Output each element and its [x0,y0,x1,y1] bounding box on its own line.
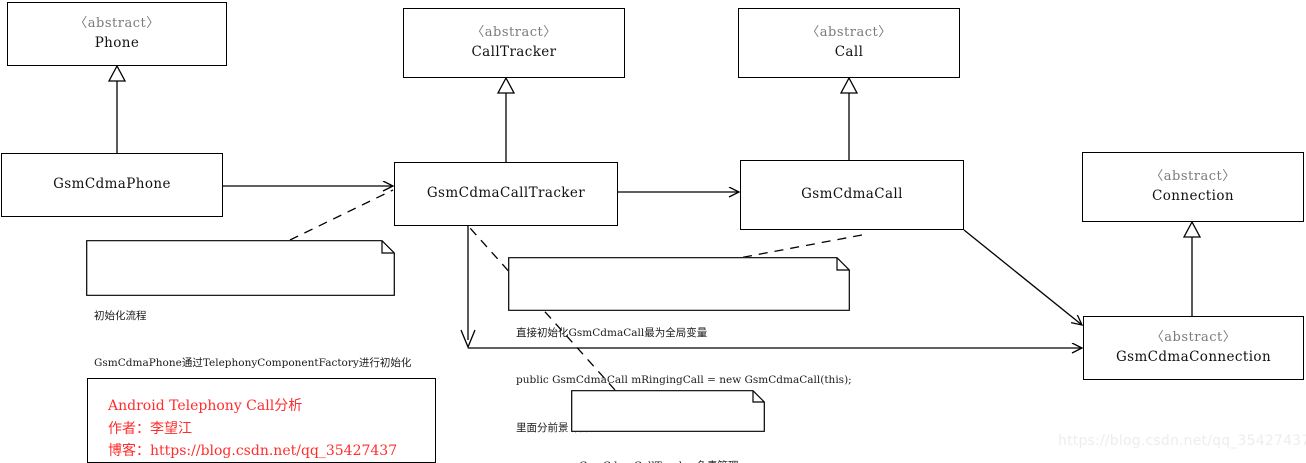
credit-author: 作者：李望江 [108,420,192,437]
class-name: GsmCdmaCallTracker [426,185,586,202]
credit-title: Android Telephony Call分析 [108,398,303,414]
stereotype-label: 〈abstract〉 [1150,168,1236,184]
edge-calltracker-to-connection [460,226,1082,348]
note-text: GsmCdmaCallTracker负责管理 GsmCdmaConnection… [579,444,757,463]
note-line: 初始化流程 [94,310,147,322]
class-box-gsmcdmaphone[interactable]: GsmCdmaPhone [1,153,223,217]
edge-call-to-connection [963,229,1082,325]
stereotype-label: 〈abstract〉 [74,15,160,31]
class-box-call[interactable]: 〈abstract〉 Call [738,8,960,78]
note-line: 直接初始化GsmCdmaCall最为全局变量 [516,327,708,339]
stereotype-label: 〈abstract〉 [471,24,557,40]
class-box-gsmcdmaconnection[interactable]: 〈abstract〉 GsmCdmaConnection [1083,316,1304,380]
class-name: Call [834,43,864,60]
credit-box[interactable]: Android Telephony Call分析 作者：李望江 博客：https… [87,378,436,463]
credit-blog-url: 博客：https://blog.csdn.net/qq_35427437 [108,443,398,460]
class-box-phone[interactable]: 〈abstract〉 Phone [7,2,227,66]
note-shape [86,240,395,296]
class-name: Phone [94,34,140,51]
note-link-init [289,189,394,241]
note-initialization-flow[interactable]: 初始化流程 GsmCdmaPhone通过TelephonyComponentFa… [86,240,411,417]
class-name: GsmCdmaPhone [53,176,171,193]
note-calltracker-responsibility[interactable]: GsmCdmaCallTracker负责管理 GsmCdmaConnection… [571,390,765,463]
note-line: GsmCdmaCallTracker负责管理 [579,459,757,463]
class-box-connection[interactable]: 〈abstract〉 Connection [1082,152,1304,222]
note-shape [571,390,765,432]
edge-calltracker-generalization [496,76,516,162]
note-link-manage [469,227,616,391]
stereotype-label: 〈abstract〉 [806,24,892,40]
class-box-calltracker[interactable]: 〈abstract〉 CallTracker [403,8,625,78]
note-line: GsmCdmaPhone通过TelephonyComponentFactory进… [94,357,412,370]
class-name: Connection [1152,187,1234,204]
edge-phone-generalization [107,64,127,153]
note-line: public GsmCdmaCall mRingingCall = new Gs… [516,374,852,387]
note-ringing-call-init[interactable]: 直接初始化GsmCdmaCall最为全局变量 public GsmCdmaCal… [508,257,852,434]
class-name: CallTracker [471,43,557,60]
class-name: GsmCdmaCall [801,186,903,203]
watermark-text: https://blog.csdn.net/qq_35427437 [1058,433,1306,449]
edge-call-generalization [839,76,859,160]
class-box-gsmcdmacalltracker[interactable]: GsmCdmaCallTracker [394,162,618,226]
edge-connection-generalization [1182,220,1202,316]
class-name: GsmCdmaConnection [1115,348,1272,365]
stereotype-label: 〈abstract〉 [1150,329,1237,345]
note-shape [508,257,850,311]
class-box-gsmcdmacall[interactable]: GsmCdmaCall [740,160,964,230]
